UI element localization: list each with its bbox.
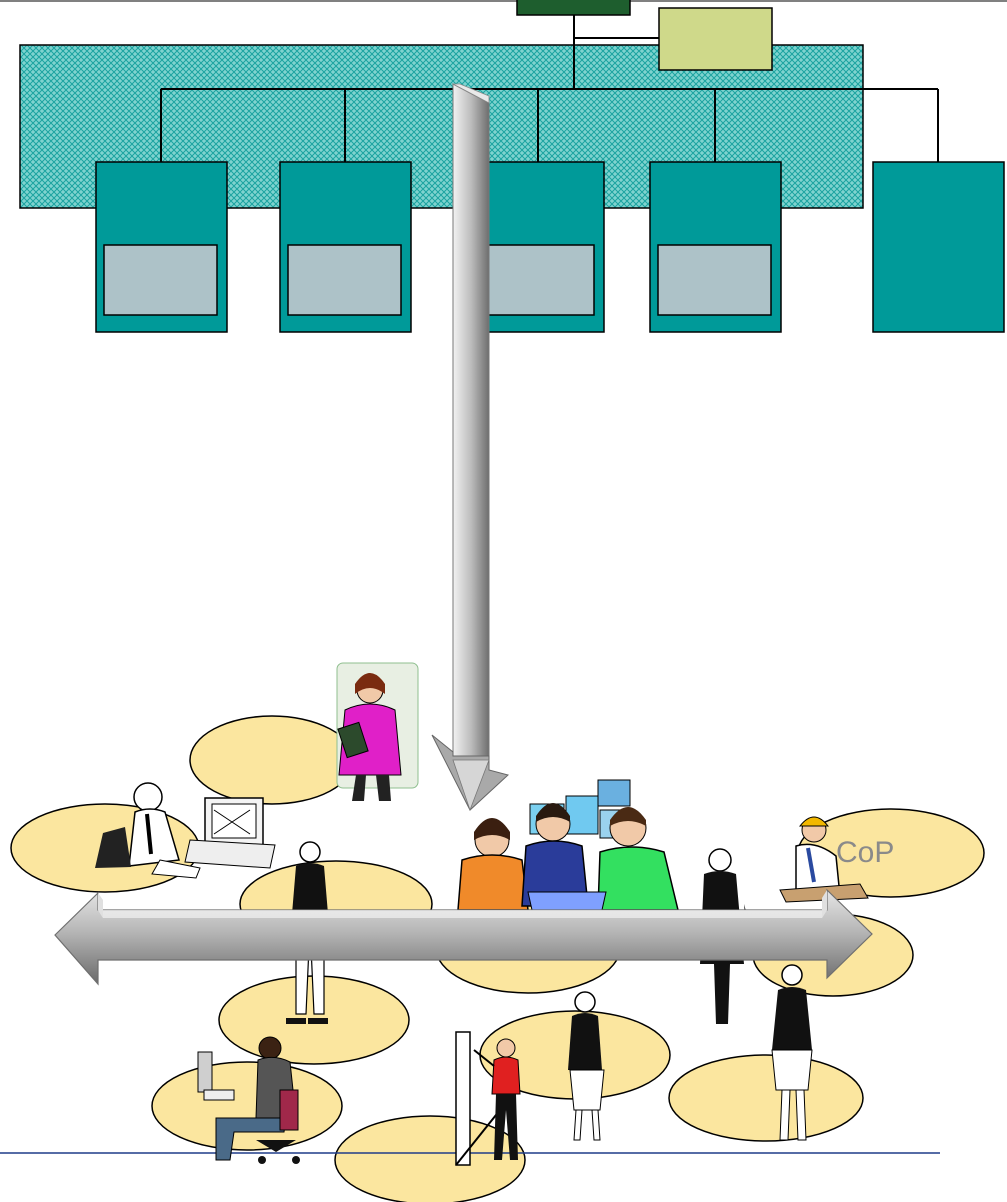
vertical-down-arrow [431, 83, 510, 812]
unit-box-3 [472, 161, 605, 333]
person-seated-computer-icon [197, 1036, 300, 1164]
unit-box-4 [649, 161, 782, 333]
horizontal-double-arrow [54, 888, 873, 986]
community-ellipse [189, 715, 355, 805]
org-chart [19, 0, 1005, 333]
community-ellipse [151, 1061, 343, 1151]
person-woman-folder-icon [771, 964, 813, 1141]
cop-label: CoP [836, 836, 895, 869]
unit-box-5 [872, 161, 1005, 333]
staff-box [658, 7, 773, 71]
person-woman-phone-icon [336, 662, 419, 801]
person-woman-suit-icon [568, 991, 605, 1141]
people-group-meeting-icon [457, 779, 679, 911]
unit-box-1 [95, 161, 228, 333]
community-ellipse [668, 1054, 864, 1142]
person-presenter-whiteboard-icon [455, 1031, 521, 1166]
top-executive-box [516, 0, 631, 16]
unit-box-2 [279, 161, 412, 333]
person-hardhat-worker-icon [779, 816, 869, 903]
person-computer-desk-icon [95, 782, 276, 879]
